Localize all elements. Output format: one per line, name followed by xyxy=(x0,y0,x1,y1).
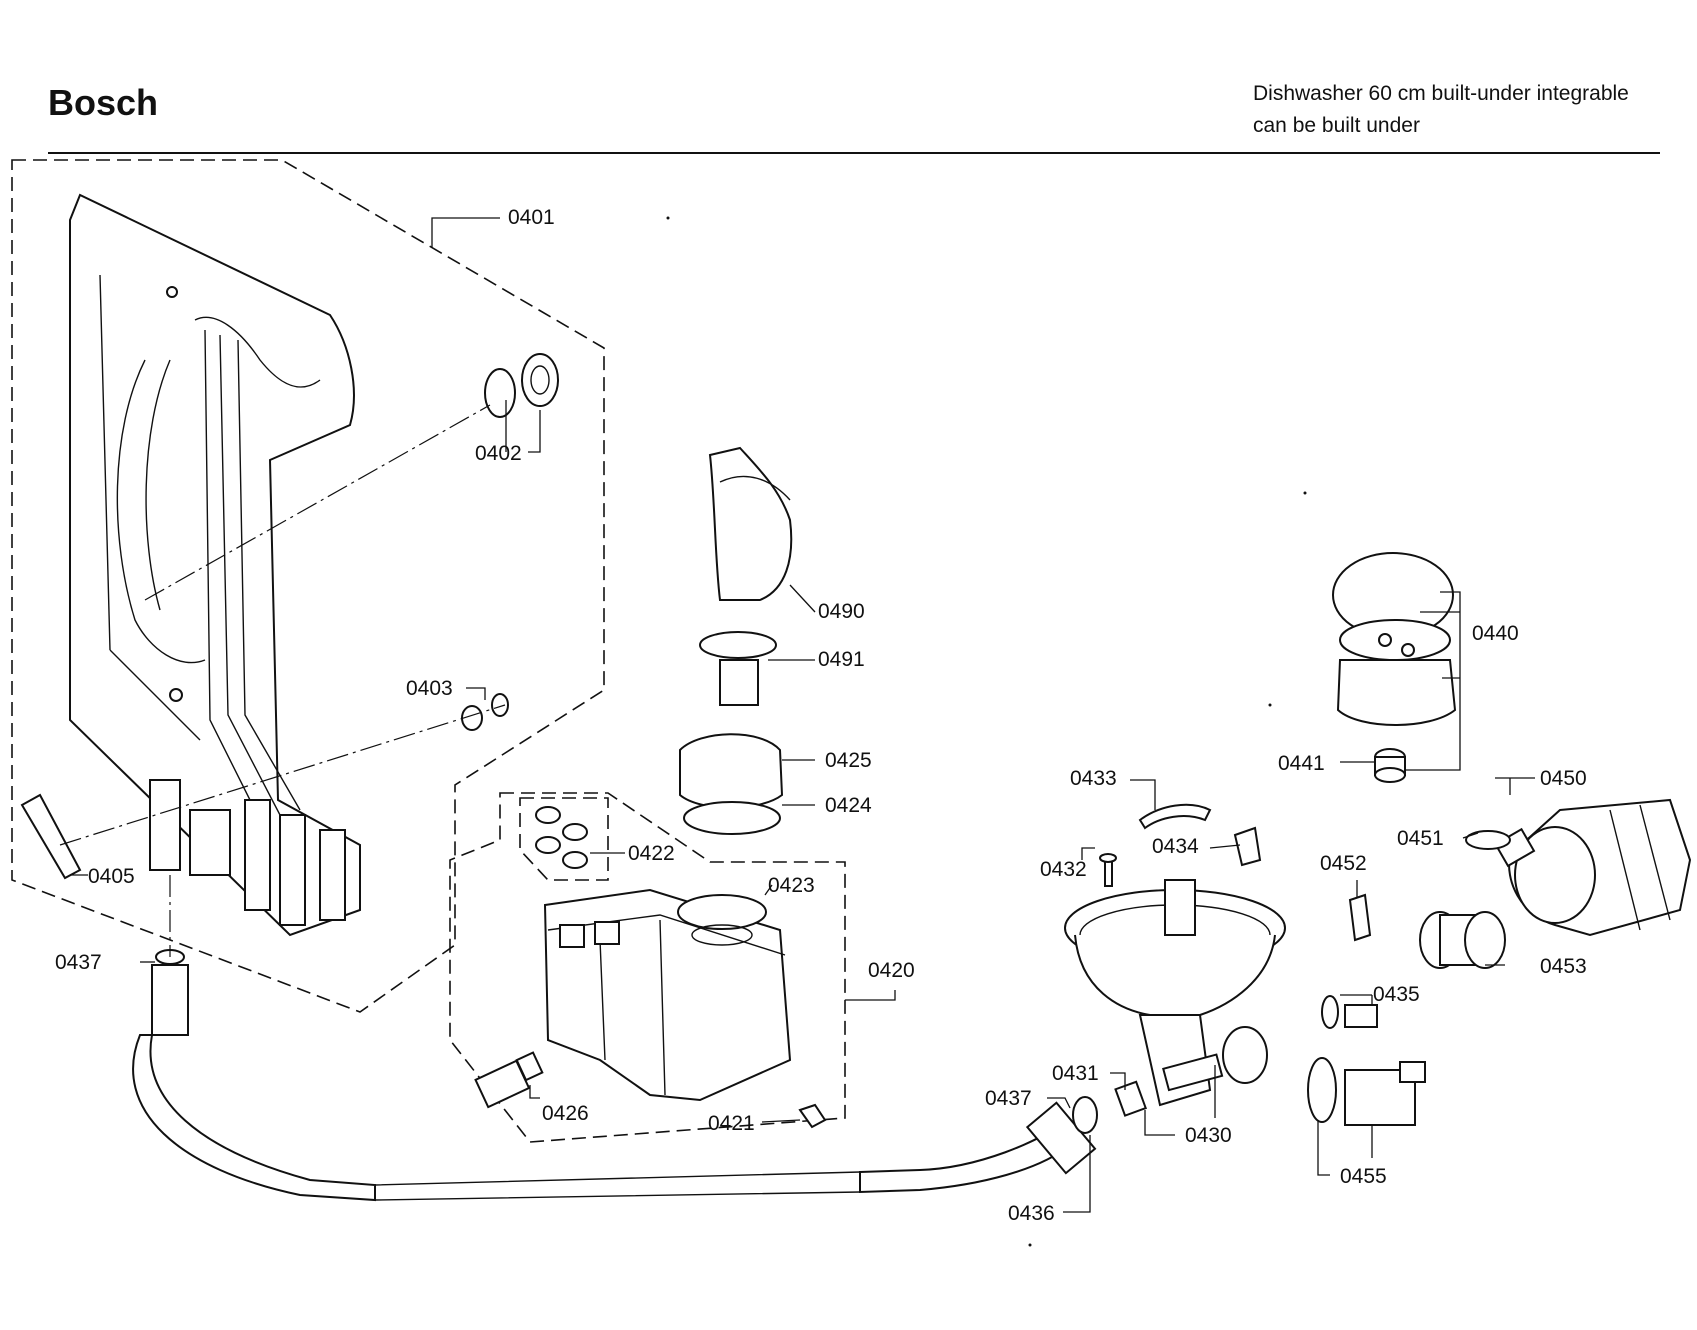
label-0433: 0433 xyxy=(1070,767,1117,790)
label-0432: 0432 xyxy=(1040,858,1087,881)
part-0453-outlet xyxy=(1419,911,1506,969)
part-0433-clip xyxy=(1138,803,1212,830)
part-0451-clamp xyxy=(1465,830,1511,850)
label-0434: 0434 xyxy=(1152,835,1199,858)
part-0436-hose-right xyxy=(859,1096,1098,1194)
label-0431: 0431 xyxy=(1052,1062,1099,1085)
model-description-line1: Dishwasher 60 cm built-under integrable xyxy=(1253,82,1629,105)
label-0450: 0450 xyxy=(1540,767,1587,790)
label-0491: 0491 xyxy=(818,648,865,671)
label-0424: 0424 xyxy=(825,794,872,817)
part-0452-small-part xyxy=(1348,893,1372,942)
boundary-0422 xyxy=(519,797,609,881)
part-0430-sump xyxy=(1064,879,1286,1107)
part-0420-water-softener xyxy=(543,888,792,1102)
part-0450-circulation-pump xyxy=(1494,798,1692,937)
label-0403: 0403 xyxy=(406,677,453,700)
boundary-0401 xyxy=(11,159,605,1013)
label-0452: 0452 xyxy=(1320,852,1367,875)
label-0437-right: 0437 xyxy=(985,1087,1032,1110)
part-0431-connector xyxy=(1114,1080,1148,1117)
part-0455-drain-pump xyxy=(1307,1057,1426,1126)
part-0490-funnel xyxy=(708,446,793,601)
part-0425-lid xyxy=(679,733,784,809)
part-0402-seal-ring xyxy=(484,353,559,418)
part-0405-bracket xyxy=(20,793,82,880)
label-0405: 0405 xyxy=(88,865,135,888)
leader-lines xyxy=(70,217,1535,1213)
label-0430: 0430 xyxy=(1185,1124,1232,1147)
label-0436: 0436 xyxy=(1008,1202,1055,1225)
label-0422: 0422 xyxy=(628,842,675,865)
label-0441: 0441 xyxy=(1278,752,1325,775)
part-0421-clip xyxy=(798,1103,827,1129)
label-0453: 0453 xyxy=(1540,955,1587,978)
part-0441-rotor xyxy=(1374,748,1406,783)
label-0401: 0401 xyxy=(508,206,555,229)
part-0491-cap xyxy=(699,631,777,706)
label-0451: 0451 xyxy=(1397,827,1444,850)
boundary-0420 xyxy=(449,792,846,1143)
label-0440: 0440 xyxy=(1472,622,1519,645)
label-0490: 0490 xyxy=(818,600,865,623)
part-0401-side-panel xyxy=(69,193,361,937)
part-0426-valve xyxy=(474,1051,544,1109)
part-0435-fitting xyxy=(1321,995,1378,1029)
part-0440-heater-housing xyxy=(1332,552,1457,726)
part-0432-screw xyxy=(1099,853,1117,887)
part-0422-seals xyxy=(535,806,588,869)
model-description-line2: can be built under xyxy=(1253,114,1420,137)
label-0423: 0423 xyxy=(768,874,815,897)
part-0437-hose-left xyxy=(132,949,376,1202)
part-0434-latch xyxy=(1233,826,1262,867)
label-0402: 0402 xyxy=(475,442,522,465)
label-0421: 0421 xyxy=(708,1112,755,1135)
label-0425: 0425 xyxy=(825,749,872,772)
label-0426: 0426 xyxy=(542,1102,589,1125)
brand-title: Bosch xyxy=(48,82,159,123)
label-0437-left: 0437 xyxy=(55,951,102,974)
label-0455: 0455 xyxy=(1340,1165,1387,1188)
part-0424-ring xyxy=(683,801,781,835)
label-0435: 0435 xyxy=(1373,983,1420,1006)
label-0420: 0420 xyxy=(868,959,915,982)
header-rule xyxy=(48,152,1660,154)
